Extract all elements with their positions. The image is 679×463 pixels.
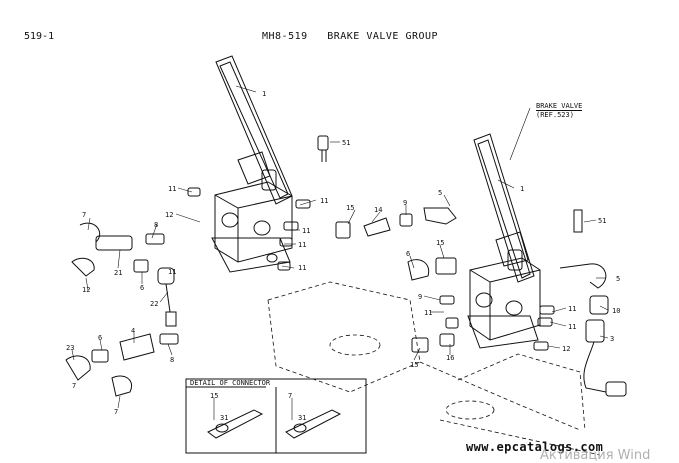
part-label-1: 1 [262,90,266,98]
part-label-3: 3 [610,335,614,343]
part-label-21: 21 [114,269,122,277]
part-label-6: 6 [140,284,144,292]
part-label-7: 7 [288,392,292,400]
part-numbers: 1 51 11 11 12 11 11 8 7 21 6 22 5 15 14 … [66,90,620,422]
part-label-12: 11 [298,264,306,272]
page-number: 519-1 [24,31,55,42]
part-label-11: 11 [568,305,576,313]
part-label-31: 31 [220,414,228,422]
detail-title: DETAIL OF CONNECTOR [190,379,271,387]
part-label-15: 15 [410,361,418,369]
part-label-51: 51 [598,217,606,225]
part-label-14: 14 [374,206,382,214]
part-label-7: 7 [114,408,118,416]
part-label-11: 11 [424,309,432,317]
right-brake-pedal [473,133,535,283]
part-label-11: 11 [568,323,576,331]
part-label-6: 6 [406,250,410,258]
connector-detail-box [185,378,367,454]
part-label-22: 22 [150,300,158,308]
part-label-5: 5 [438,189,442,197]
part-label-15: 15 [346,204,354,212]
part-label-7: 7 [82,211,86,219]
part-label-7: 12 [82,286,90,294]
watermark-url: www.epcatalogs.com [466,440,604,454]
right-valve-body [467,257,541,349]
part-label-9: 9 [418,293,422,301]
part-label-15: 15 [210,392,218,400]
left-valve-body [211,181,293,273]
floor-outline [267,281,601,456]
part-label-8: 8 [170,356,174,364]
reference-line-1: BRAKE VALVE [536,102,583,111]
part-label-11: 11 [168,268,176,276]
part-label-16: 16 [446,354,454,362]
part-label-5: 5 [616,275,620,283]
part-label-12: 12 [165,211,173,219]
leader-lines [71,85,609,409]
part-label-11: 11 [320,197,328,205]
reference-note: BRAKE VALVE (REF.523) [536,102,583,119]
part-label-31: 31 [298,414,306,422]
part-label-6: 6 [98,334,102,342]
page-title: MH8-519 BRAKE VALVE GROUP [262,31,439,42]
reference-line-2: (REF.523) [536,111,574,119]
fittings [65,135,627,397]
activation-overlay: Активация Wind [540,448,651,463]
part-label-11: 11 [298,241,306,249]
part-label-11: 11 [168,185,176,193]
part-label-9: 9 [403,199,407,207]
part-label-15: 15 [436,239,444,247]
part-label-12: 12 [562,345,570,353]
part-label-10: 10 [612,307,620,315]
part-label-51: 51 [342,139,350,147]
part-label-11: 11 [302,227,310,235]
part-label-1: 1 [520,185,524,193]
part-label-8: 8 [154,221,158,229]
left-brake-pedal [215,55,293,205]
part-label-7: 7 [72,382,76,390]
part-label-4: 4 [131,327,135,335]
part-label-23: 23 [66,344,74,352]
